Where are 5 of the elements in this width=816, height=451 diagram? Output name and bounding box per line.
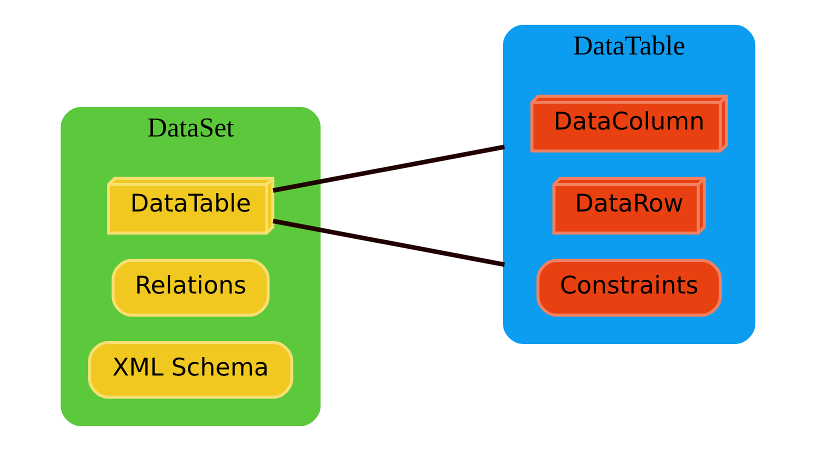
connector [272,144,505,193]
node-box: XML Schema [88,341,294,399]
node-box: Relations [112,258,270,317]
connector [272,218,505,267]
node-box: Constraints [536,258,722,317]
